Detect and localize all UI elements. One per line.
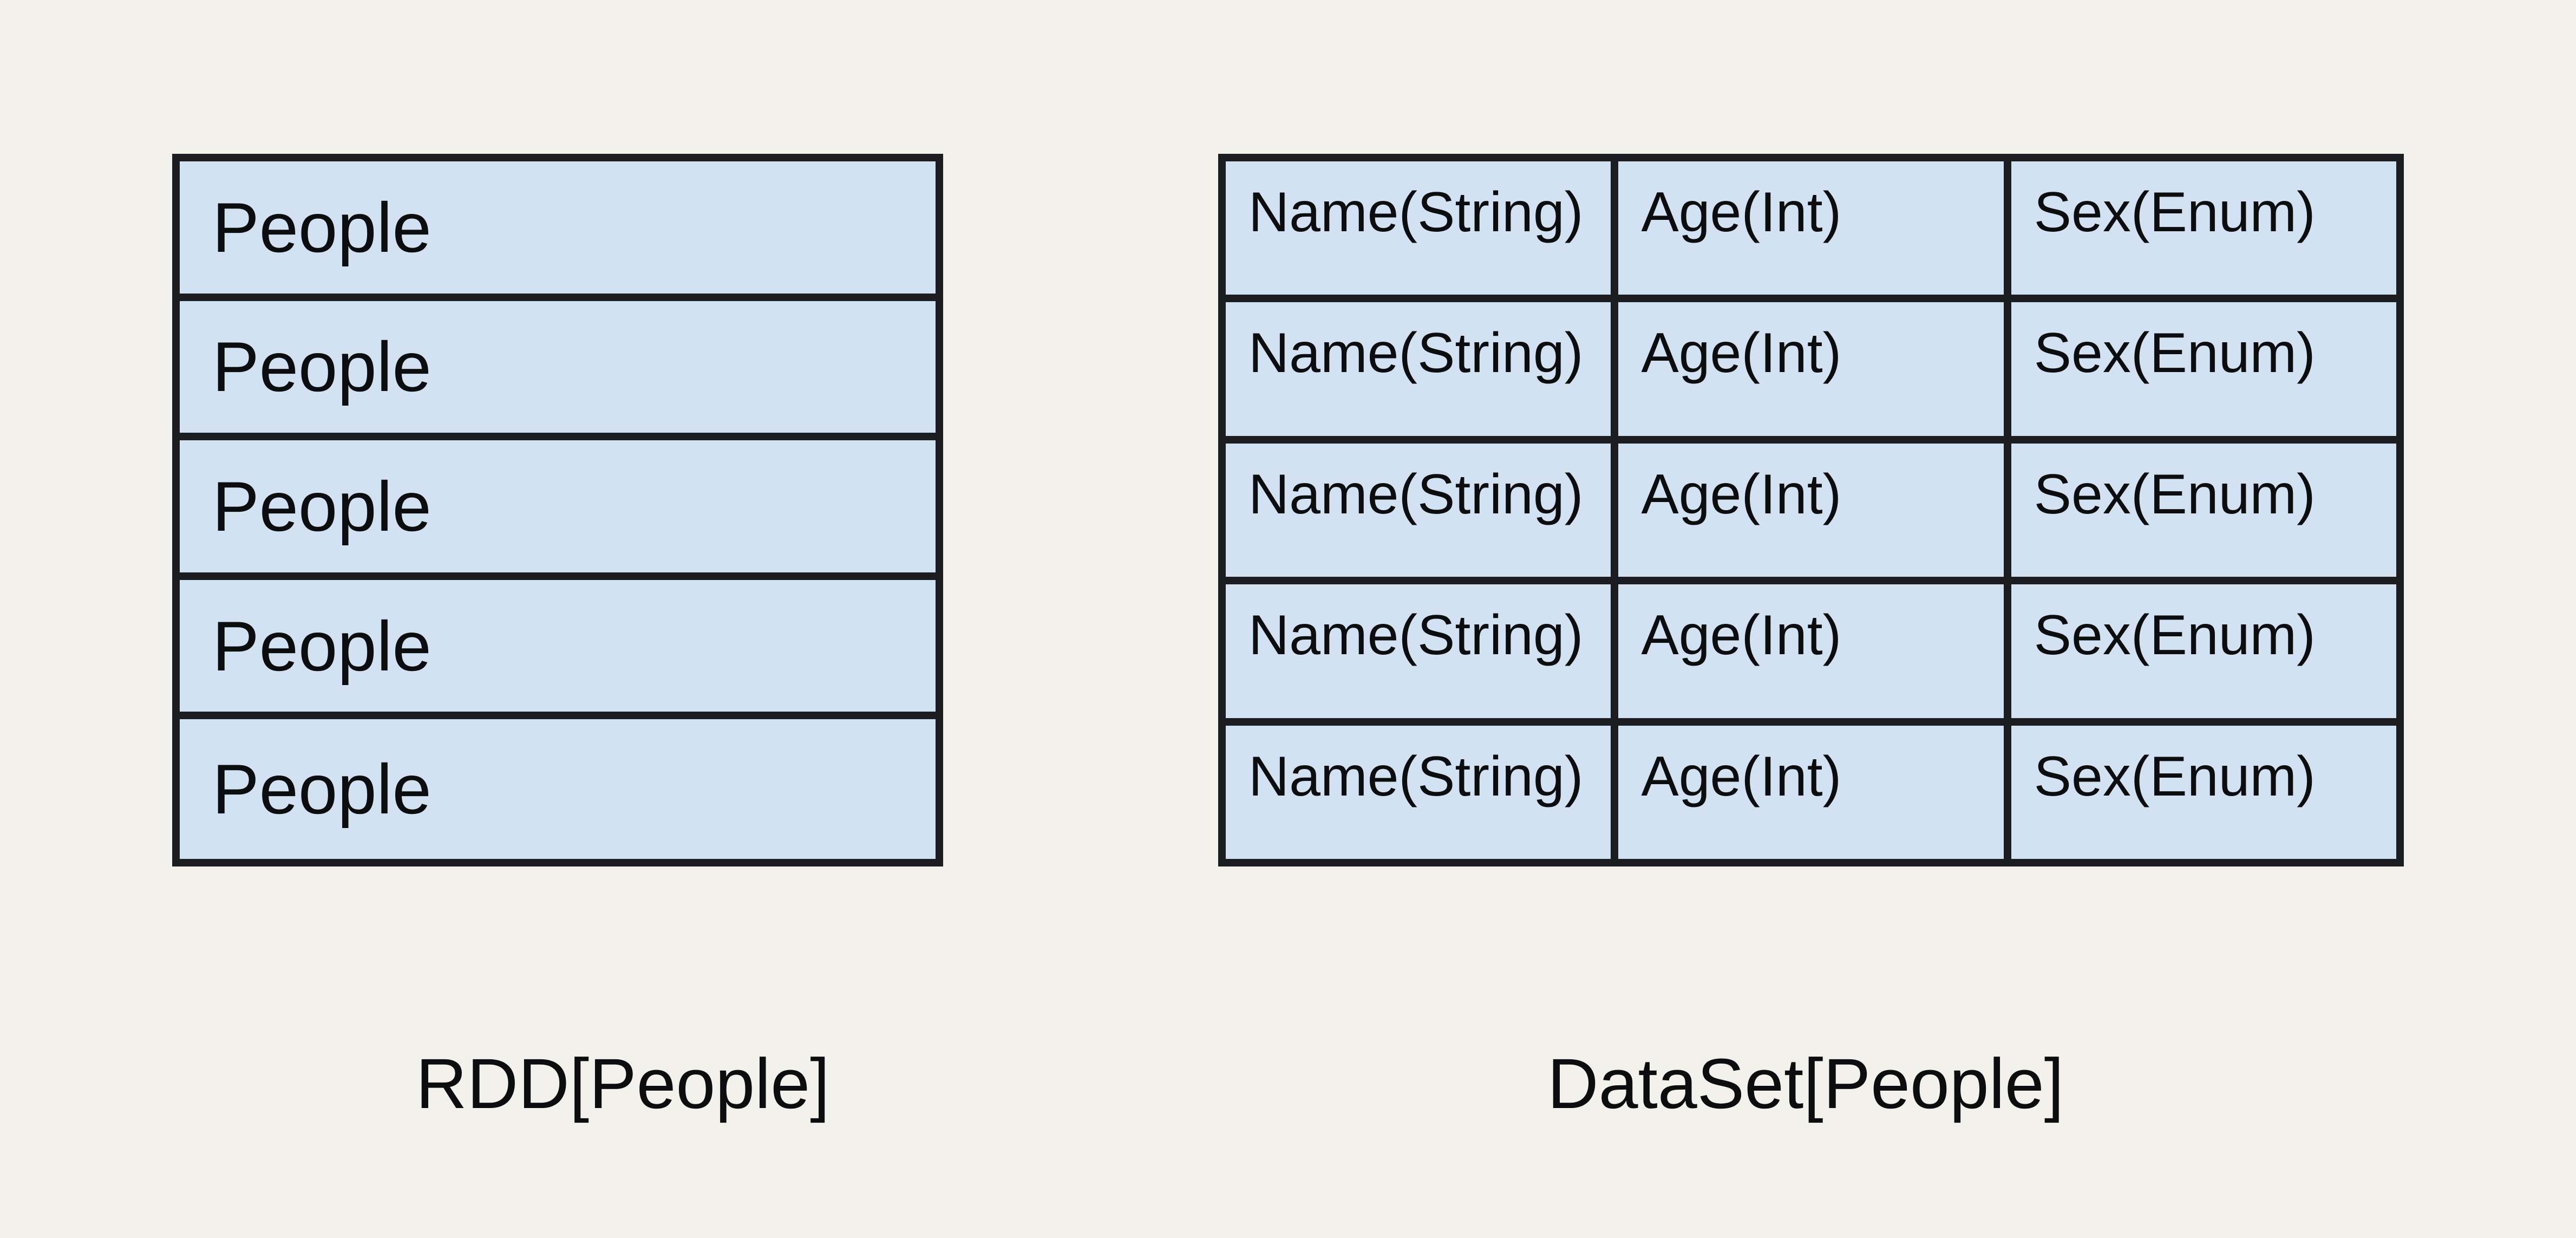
dataset-cell-age: Age(Int)	[1618, 302, 2004, 436]
dataset-cell-label: Sex(Enum)	[2034, 462, 2316, 526]
dataset-cell-label: Sex(Enum)	[2034, 604, 2316, 667]
dataset-cell-sex: Sex(Enum)	[2011, 161, 2396, 295]
dataset-cell-name: Name(String)	[1226, 443, 1611, 577]
dataset-cell-label: Sex(Enum)	[2034, 322, 2316, 385]
dataset-cell-label: Name(String)	[1248, 745, 1584, 808]
dataset-cell-age: Age(Int)	[1618, 161, 2004, 295]
dataset-cell-label: Name(String)	[1248, 604, 1584, 667]
dataset-cell-label: Age(Int)	[1641, 604, 1842, 667]
dataset-cell-sex: Sex(Enum)	[2011, 725, 2396, 859]
rdd-table-caption: RDD[People]	[416, 1044, 830, 1123]
rdd-table-row: People	[180, 161, 936, 301]
rdd-cell-label: People	[212, 466, 431, 546]
dataset-cell-label: Name(String)	[1248, 322, 1584, 385]
dataset-cell-label: Age(Int)	[1641, 745, 1842, 808]
dataset-cell-name: Name(String)	[1226, 161, 1611, 295]
dataset-cell-age: Age(Int)	[1618, 584, 2004, 718]
dataset-cell-age: Age(Int)	[1618, 443, 2004, 577]
dataset-table-caption: DataSet[People]	[1547, 1044, 2064, 1123]
rdd-cell-label: People	[212, 750, 431, 829]
dataset-cell-label: Sex(Enum)	[2034, 181, 2316, 244]
rdd-table: People People People People People	[172, 154, 943, 866]
dataset-cell-sex: Sex(Enum)	[2011, 584, 2396, 718]
rdd-table-row: People	[180, 579, 936, 720]
dataset-cell-label: Sex(Enum)	[2034, 745, 2316, 808]
dataset-table: Name(String) Age(Int) Sex(Enum) Name(Str…	[1218, 154, 2404, 866]
rdd-cell-label: People	[212, 606, 431, 686]
dataset-cell-label: Name(String)	[1248, 181, 1584, 244]
dataset-cell-age: Age(Int)	[1618, 725, 2004, 859]
rdd-cell-label: People	[212, 327, 431, 407]
dataset-cell-label: Age(Int)	[1641, 462, 1842, 526]
rdd-cell-label: People	[212, 187, 431, 267]
dataset-cell-sex: Sex(Enum)	[2011, 302, 2396, 436]
rdd-table-row: People	[180, 440, 936, 580]
rdd-table-row: People	[180, 719, 936, 859]
rdd-table-row: People	[180, 301, 936, 441]
dataset-cell-name: Name(String)	[1226, 302, 1611, 436]
dataset-cell-label: Age(Int)	[1641, 322, 1842, 385]
dataset-cell-name: Name(String)	[1226, 584, 1611, 718]
dataset-cell-sex: Sex(Enum)	[2011, 443, 2396, 577]
dataset-cell-label: Name(String)	[1248, 462, 1584, 526]
dataset-cell-name: Name(String)	[1226, 725, 1611, 859]
dataset-cell-label: Age(Int)	[1641, 181, 1842, 244]
